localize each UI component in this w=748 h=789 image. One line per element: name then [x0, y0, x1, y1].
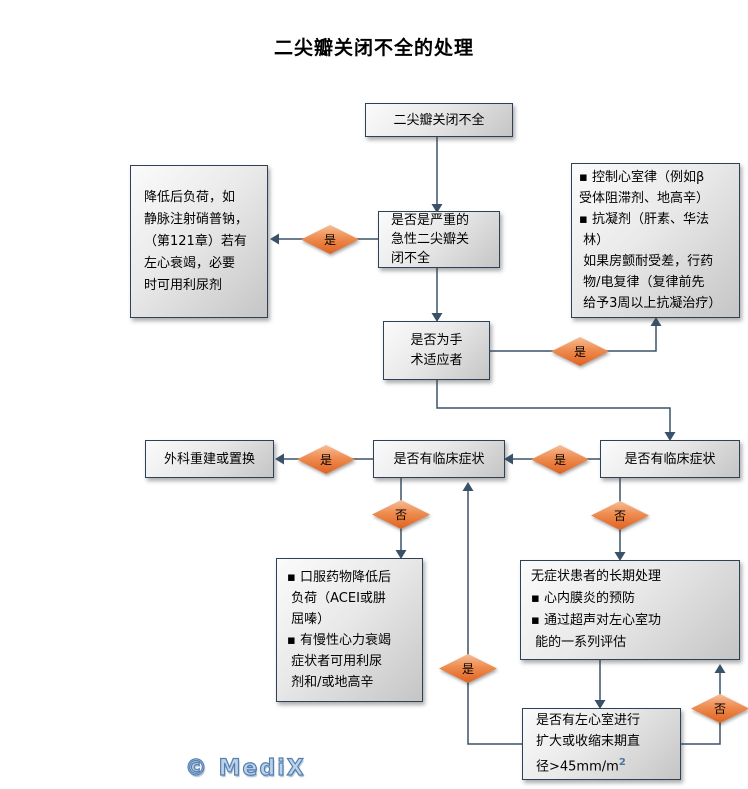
node-asymptomatic-management: 无症状患者的长期处理▪ 心内膜炎的预防▪ 通过超声对左心室功 能的一系列评估 [520, 560, 740, 660]
node-clinical-symptoms-left: 是否有临床症状 [373, 440, 505, 478]
lv-dilation-last-line: 径>45mm/m2 [536, 757, 626, 775]
node-lv-dilation-question: 是否有左心室进行扩大或收缩末期直 径>45mm/m2 [522, 708, 681, 780]
decision-yes-not-candidate: 是 [551, 337, 609, 366]
decision-yes-lv-dilation: 是 [439, 654, 497, 683]
decision-yes-symptoms-right: 是 [531, 445, 589, 474]
decision-no-lv-dilation: 否 [691, 694, 748, 723]
node-mitral-regurgitation: 二尖瓣关闭不全 [365, 103, 513, 137]
page-title: 二尖瓣关闭不全的处理 [273, 37, 474, 59]
node-oral-therapy: ▪ 口服药物降低后 负荷（ACEI或肼 屈嗪）▪ 有慢性心力衰竭 症状者可用利尿… [276, 558, 423, 702]
decision-no-symptoms-right: 否 [591, 501, 649, 530]
connector-lvdilation-yes-loop [462, 482, 522, 745]
decision-no-symptoms-left: 否 [372, 500, 430, 529]
node-surgical-candidate-question: 是否为手术适应者 [383, 321, 490, 380]
connector-candidate-to-ratecontrol [490, 317, 662, 352]
connector-candidate-to-symptoms-right [436, 380, 676, 441]
node-surgical-repair-replacement: 外科重建或置换 [145, 440, 274, 478]
node-reduce-afterload: 降低后负荷，如静脉注射硝普钠，（第121章）若有左心衰竭，必要时可用利尿剂 [130, 165, 268, 318]
node-severe-acute-question: 是否是严重的急性二尖瓣关闭不全 [378, 211, 500, 268]
decision-yes-symptoms-left: 是 [297, 445, 355, 474]
decision-yes-severe-acute: 是 [301, 225, 359, 254]
node-clinical-symptoms-right: 是否有临床症状 [600, 440, 740, 478]
superscript-2: 2 [618, 757, 626, 769]
medix-logo: © MediX [184, 755, 306, 781]
